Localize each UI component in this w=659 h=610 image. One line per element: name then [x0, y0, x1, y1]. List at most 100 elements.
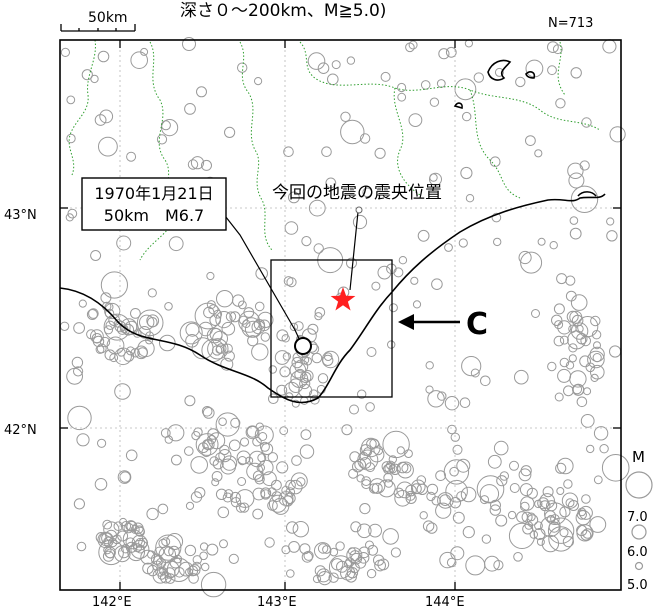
earthquake-circle: [286, 277, 297, 288]
earthquake-circle: [401, 463, 412, 474]
earthquake-circle: [553, 303, 565, 315]
earthquake-circle: [412, 300, 422, 309]
earthquake-circle: [583, 387, 592, 396]
earthquake-circle: [98, 539, 124, 566]
earthquake-circle: [130, 308, 141, 319]
earthquake-events: [59, 37, 630, 598]
earthquake-circle: [314, 542, 332, 560]
earthquake-circle: [480, 495, 489, 505]
earthquake-circle: [373, 554, 385, 566]
earthquake-circle: [288, 378, 304, 394]
y-tick-42n: 42°N: [4, 423, 37, 438]
earthquake-circle: [223, 350, 235, 362]
earthquake-circle: [317, 62, 330, 74]
earthquake-circle: [279, 426, 289, 436]
earthquake-circle: [100, 271, 129, 299]
earthquake-circle: [66, 95, 76, 105]
earthquake-circle: [218, 417, 227, 427]
earthquake-circle: [228, 439, 241, 452]
earthquake-circle: [601, 454, 630, 482]
earthquake-circle: [357, 523, 372, 539]
earthquake-circle: [367, 544, 379, 556]
earthquake-circle: [285, 479, 296, 491]
earthquake-circle: [126, 346, 135, 356]
earthquake-circle: [267, 487, 277, 497]
earthquake-circle: [247, 335, 259, 347]
earthquake-circle: [160, 571, 172, 584]
earthquake-circle: [147, 550, 156, 559]
earthquake-circle: [258, 432, 268, 441]
earthquake-circle: [519, 483, 533, 497]
earthquake-circle: [606, 230, 618, 242]
earthquake-circle: [563, 385, 574, 397]
earthquake-circle: [458, 238, 468, 248]
earthquake-circle: [135, 526, 145, 537]
earthquake-circle: [362, 187, 373, 198]
earthquake-circle: [331, 60, 341, 70]
earthquake-circle: [590, 315, 601, 327]
earthquake-circle: [209, 456, 219, 466]
earthquake-circle: [167, 424, 185, 442]
earthquake-circle: [550, 514, 560, 524]
earthquake-circle: [185, 568, 194, 577]
earthquake-circle: [184, 103, 196, 115]
earthquake-circle: [340, 119, 365, 145]
earthquake-circle: [509, 460, 519, 471]
earthquake-circle: [534, 521, 543, 531]
earthquake-circle: [548, 526, 574, 552]
earthquake-circle: [286, 569, 295, 578]
earthquake-circle: [547, 41, 559, 53]
legend-circle-7: [625, 471, 653, 499]
earthquake-circle: [252, 470, 265, 482]
earthquake-circle: [446, 557, 457, 568]
earthquake-circle: [276, 461, 289, 474]
earthquake-circle: [529, 530, 538, 539]
earthquake-circle: [420, 80, 431, 90]
earthquake-circle: [590, 373, 599, 382]
x-tick-144e: 144°E: [425, 595, 465, 610]
earthquake-circle: [476, 475, 505, 503]
earthquake-circle: [255, 422, 264, 431]
earthquake-circle: [109, 353, 119, 363]
earthquake-circle: [516, 511, 528, 523]
earthquake-circle: [246, 425, 259, 438]
earthquake-circle: [454, 78, 477, 101]
earthquake-circle: [281, 545, 291, 555]
earthquake-circle: [382, 528, 399, 545]
earthquake-circle: [299, 543, 311, 555]
earthquake-circle: [431, 496, 441, 506]
earthquake-circle: [361, 476, 372, 487]
earthquake-circle: [60, 47, 71, 58]
earthquake-circle: [397, 92, 407, 102]
earthquake-circle: [309, 394, 320, 405]
earthquake-circle: [198, 321, 213, 337]
earthquake-circle: [171, 454, 182, 466]
earthquake-circle: [215, 311, 233, 329]
earthquake-circle: [317, 543, 329, 554]
earthquake-circle: [184, 395, 196, 407]
earthquake-circle: [398, 256, 408, 265]
earthquake-circle: [461, 356, 482, 377]
earthquake-circle: [359, 133, 371, 144]
earthquake-circle: [571, 314, 584, 327]
earthquake-circle: [327, 73, 339, 86]
earthquake-circle: [136, 309, 164, 337]
earthquake-circle: [237, 62, 248, 73]
earthquake-circle: [117, 530, 129, 542]
earthquake-circle: [76, 433, 90, 447]
earthquake-circle: [216, 290, 234, 308]
earthquake-circle: [219, 539, 228, 549]
earthquake-circle: [103, 521, 120, 538]
earthquake-circle: [215, 452, 226, 463]
earthquake-circle: [311, 352, 323, 364]
earthquake-circle: [237, 477, 247, 486]
earthquake-circle: [570, 294, 588, 311]
earthquake-circle: [95, 345, 105, 354]
earthquake-circle: [537, 237, 546, 246]
earthquake-circle: [160, 120, 171, 131]
coastline: [59, 59, 606, 404]
earthquake-circle: [368, 523, 383, 538]
earthquake-circle: [188, 573, 199, 584]
earthquake-circle: [221, 321, 236, 336]
earthquake-circle: [313, 243, 324, 254]
